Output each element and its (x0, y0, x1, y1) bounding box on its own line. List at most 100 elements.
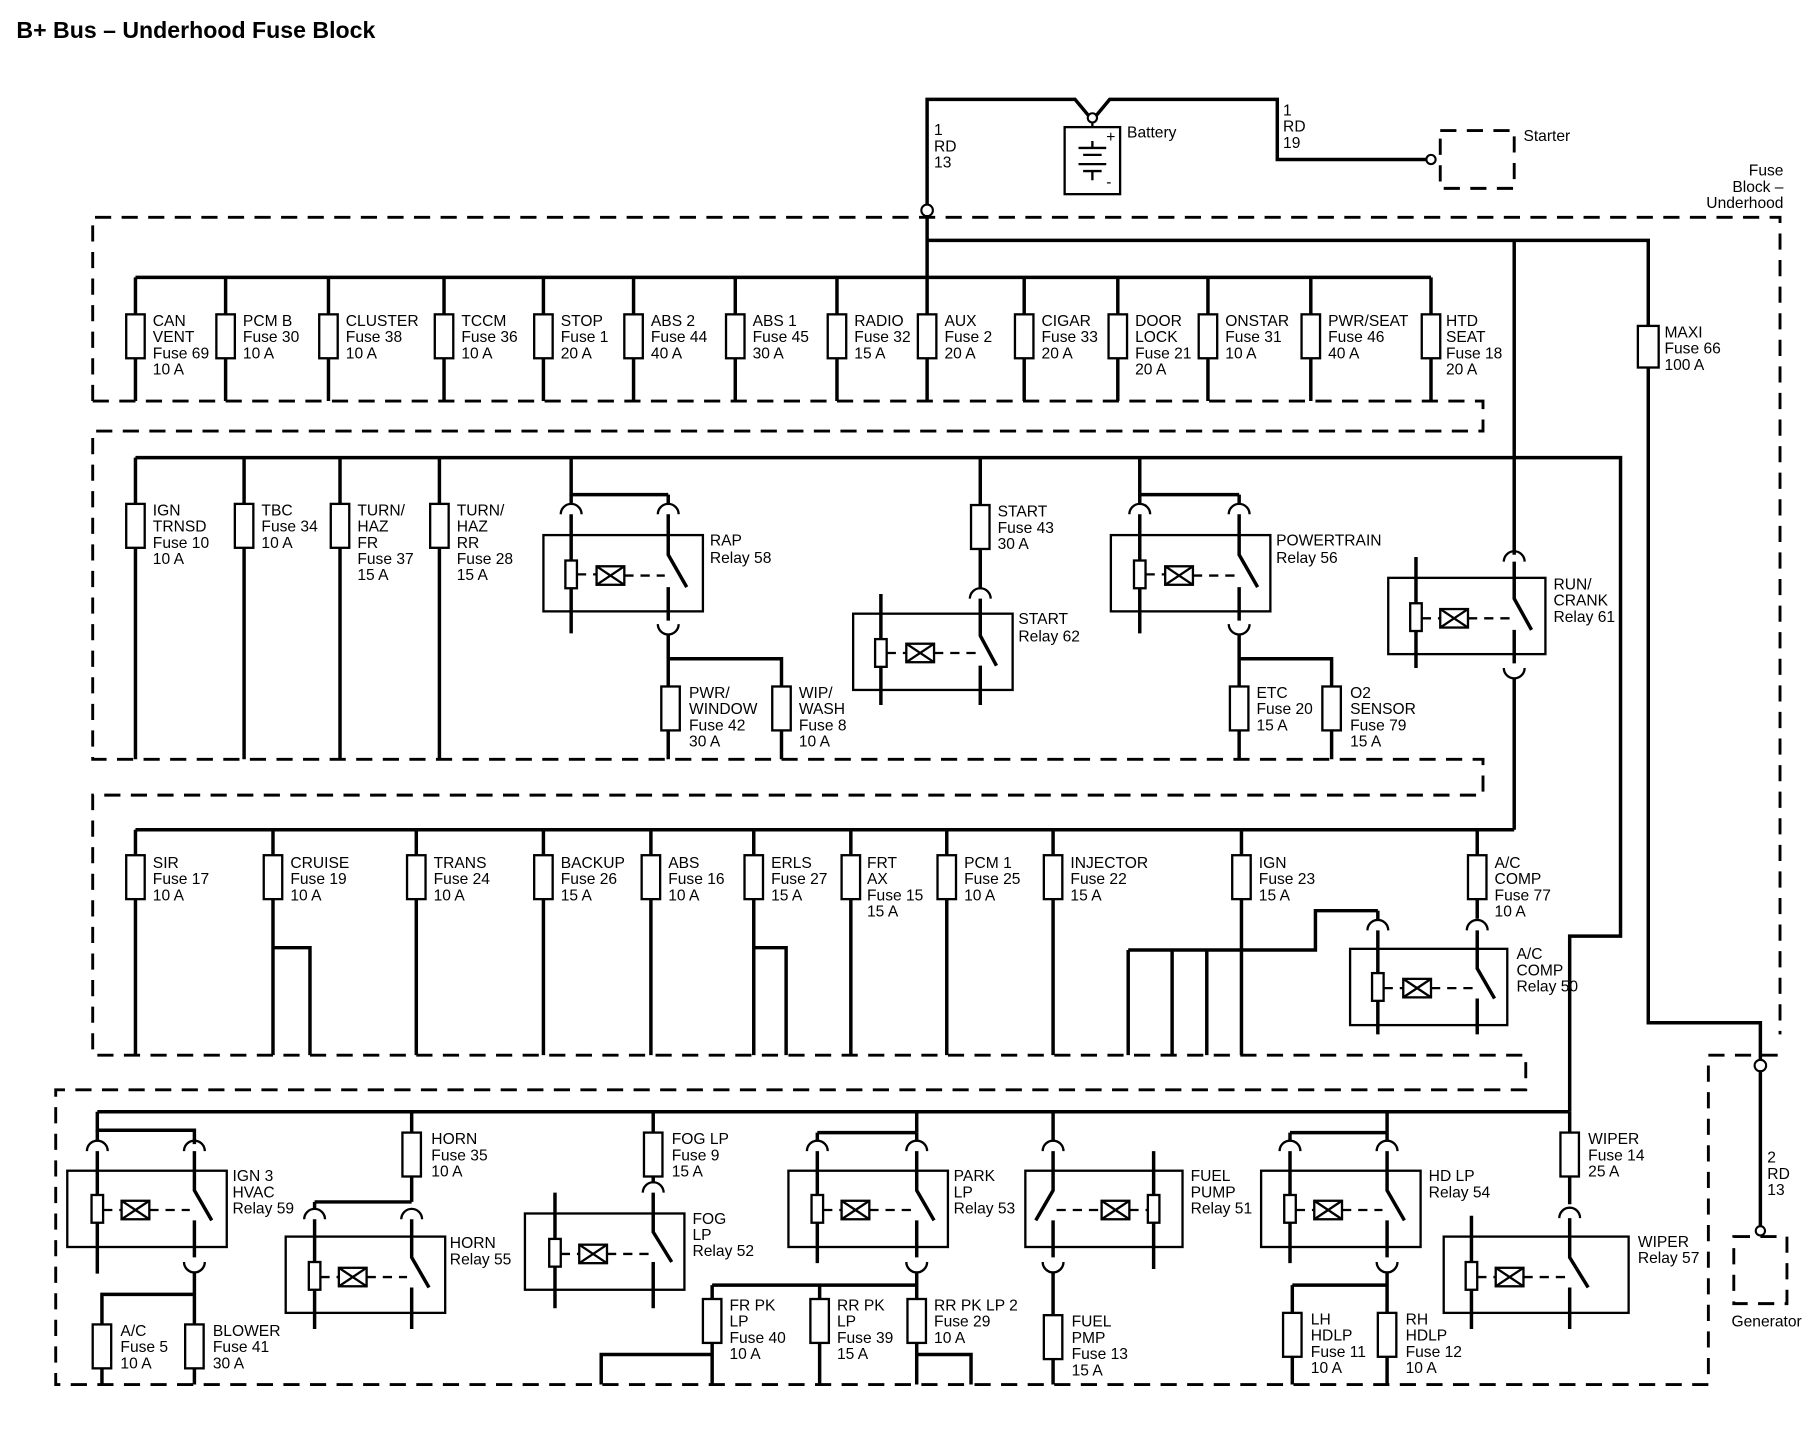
svg-text:10 A: 10 A (431, 1164, 463, 1181)
svg-text:RR PK: RR PK (837, 1298, 885, 1315)
svg-text:15 A: 15 A (1256, 717, 1288, 734)
svg-text:10 A: 10 A (934, 1330, 966, 1347)
battery-label: Battery (1127, 125, 1177, 142)
fuse-onstar (1197, 313, 1219, 360)
fuse-rr-pk-lp (809, 1297, 831, 1345)
svg-text:HAZ: HAZ (357, 519, 389, 536)
svg-text:Relay 58: Relay 58 (710, 550, 772, 567)
svg-text:Relay 50: Relay 50 (1517, 979, 1579, 996)
svg-text:FR PK: FR PK (729, 1298, 776, 1315)
fuse-trans (405, 854, 427, 901)
fuse-tccm (433, 313, 455, 360)
svg-text:+: + (1106, 129, 1115, 146)
svg-text:15 A: 15 A (854, 345, 886, 362)
svg-text:10 A: 10 A (290, 887, 322, 904)
svg-text:Fuse 45: Fuse 45 (753, 329, 810, 346)
fuse-turn-haz-rr (429, 502, 450, 549)
svg-text:Relay 57: Relay 57 (1638, 1250, 1700, 1267)
svg-text:Fuse 37: Fuse 37 (357, 551, 413, 568)
svg-text:CLUSTER: CLUSTER (346, 313, 419, 330)
svg-text:ABS 2: ABS 2 (651, 313, 695, 330)
svg-text:CIGAR: CIGAR (1042, 313, 1091, 330)
svg-text:30 A: 30 A (689, 734, 721, 751)
svg-text:LP: LP (693, 1227, 712, 1244)
svg-text:13: 13 (934, 155, 951, 172)
svg-text:TURN/: TURN/ (457, 502, 505, 519)
row1-fuses (125, 277, 1442, 402)
svg-text:15 A: 15 A (1259, 887, 1291, 904)
svg-text:Fuse 38: Fuse 38 (346, 329, 402, 346)
svg-text:HAZ: HAZ (457, 519, 489, 536)
svg-text:Fuse 34: Fuse 34 (261, 519, 318, 536)
svg-text:20 A: 20 A (1135, 361, 1167, 378)
fuse-rh-hdlp (1376, 1311, 1398, 1358)
svg-text:Fuse 20: Fuse 20 (1256, 701, 1313, 718)
svg-text:-: - (1106, 174, 1111, 191)
svg-text:PARK: PARK (954, 1168, 996, 1185)
fuse-fuel-pmp (1042, 1314, 1064, 1361)
svg-text:PWR/SEAT: PWR/SEAT (1328, 313, 1409, 330)
svg-text:15 A: 15 A (561, 887, 593, 904)
battery-section: + - Battery 1 RD 13 1 RD 19 Starter (925, 97, 1570, 211)
svg-text:Fuse 77: Fuse 77 (1495, 887, 1551, 904)
svg-text:INJECTOR: INJECTOR (1070, 855, 1148, 872)
battery-wire-right-label: 1 RD 19 (1283, 103, 1306, 152)
fuse-wip-wash (771, 685, 792, 732)
svg-text:30 A: 30 A (753, 345, 785, 362)
svg-text:POWERTRAIN: POWERTRAIN (1276, 532, 1381, 549)
fuse-etc (1228, 685, 1250, 732)
svg-text:Fuse 39: Fuse 39 (837, 1330, 893, 1347)
svg-text:20 A: 20 A (1446, 361, 1478, 378)
svg-text:HDLP: HDLP (1311, 1328, 1353, 1345)
svg-text:PUMP: PUMP (1191, 1184, 1236, 1201)
svg-text:15 A: 15 A (867, 903, 899, 920)
svg-text:Fuse 28: Fuse 28 (457, 551, 513, 568)
battery-symbol (1063, 125, 1122, 196)
starter-label: Starter (1523, 128, 1570, 145)
fuse-pcm1 (936, 854, 958, 901)
svg-text:15 A: 15 A (1070, 887, 1102, 904)
fuse-blower (184, 1323, 205, 1370)
svg-text:Fuse 5: Fuse 5 (120, 1339, 168, 1356)
fuse-aux (916, 313, 938, 360)
svg-text:ETC: ETC (1256, 685, 1287, 702)
svg-text:AUX: AUX (944, 313, 977, 330)
svg-text:LP: LP (837, 1314, 856, 1331)
svg-text:Fuse 35: Fuse 35 (431, 1147, 488, 1164)
svg-text:Fuse 16: Fuse 16 (668, 871, 724, 888)
svg-text:FRT: FRT (867, 855, 898, 872)
fuse-pwr-window (660, 685, 681, 732)
svg-text:30 A: 30 A (998, 536, 1030, 553)
svg-text:15 A: 15 A (837, 1346, 869, 1363)
svg-text:Fuse 12: Fuse 12 (1406, 1344, 1462, 1361)
svg-text:LP: LP (729, 1314, 748, 1331)
svg-text:SEAT: SEAT (1446, 329, 1486, 346)
svg-text:Fuse 22: Fuse 22 (1070, 871, 1126, 888)
diagram-title: B+ Bus – Underhood Fuse Block (16, 17, 375, 43)
relay-ign3-hvac (66, 1130, 228, 1385)
svg-text:15 A: 15 A (1072, 1362, 1104, 1379)
svg-text:FUEL: FUEL (1072, 1314, 1112, 1331)
svg-text:IGN: IGN (153, 502, 181, 519)
svg-text:40 A: 40 A (651, 345, 683, 362)
